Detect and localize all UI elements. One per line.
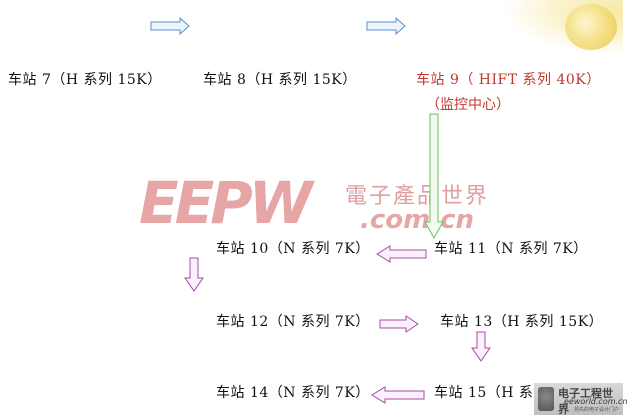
corner-decoration <box>503 0 623 55</box>
arrow-down-purple-13-15 <box>471 331 491 362</box>
eeworld-url: eeworld.com.cn <box>564 397 628 406</box>
station-9-note: （监控中心） <box>426 97 510 113</box>
eepw-watermark-logo: EEPW <box>139 169 313 237</box>
station-14-label: 车站 14（N 系列 7K） <box>216 385 370 401</box>
station-8-label: 车站 8（H 系列 15K） <box>203 72 357 88</box>
eeworld-sub: 领先的电子设计门户 <box>574 407 620 413</box>
arrow-right-purple-12-13 <box>379 315 419 333</box>
station-9-label: 车站 9（ HIFT 系列 40K） <box>416 72 601 88</box>
eeworld-logo-icon <box>538 387 554 411</box>
eepw-watermark-domain: .com.cn <box>360 205 475 235</box>
station-13-label: 车站 13（H 系列 15K） <box>440 314 604 330</box>
arrow-down-green <box>424 113 444 240</box>
arrow-right-blue-2 <box>366 16 406 36</box>
arrow-left-purple-15-14 <box>371 386 425 404</box>
eeworld-watermark: 电子工程世界 eeworld.com.cn 领先的电子设计门户 <box>534 383 628 416</box>
corner-disc <box>565 4 617 50</box>
eepw-watermark-cn: 電子產品世界 <box>345 184 490 209</box>
station-12-label: 车站 12（N 系列 7K） <box>216 314 370 330</box>
eeworld-title: 电子工程世界 <box>558 387 613 416</box>
arrow-down-purple-10-12 <box>184 257 204 292</box>
station-10-label: 车站 10（N 系列 7K） <box>216 241 370 257</box>
station-11-label: 车站 11（N 系列 7K） <box>434 241 588 257</box>
arrow-left-purple-11-10 <box>376 245 427 263</box>
station-7-label: 车站 7（H 系列 15K） <box>8 72 162 88</box>
arrow-right-blue-1 <box>150 16 190 36</box>
